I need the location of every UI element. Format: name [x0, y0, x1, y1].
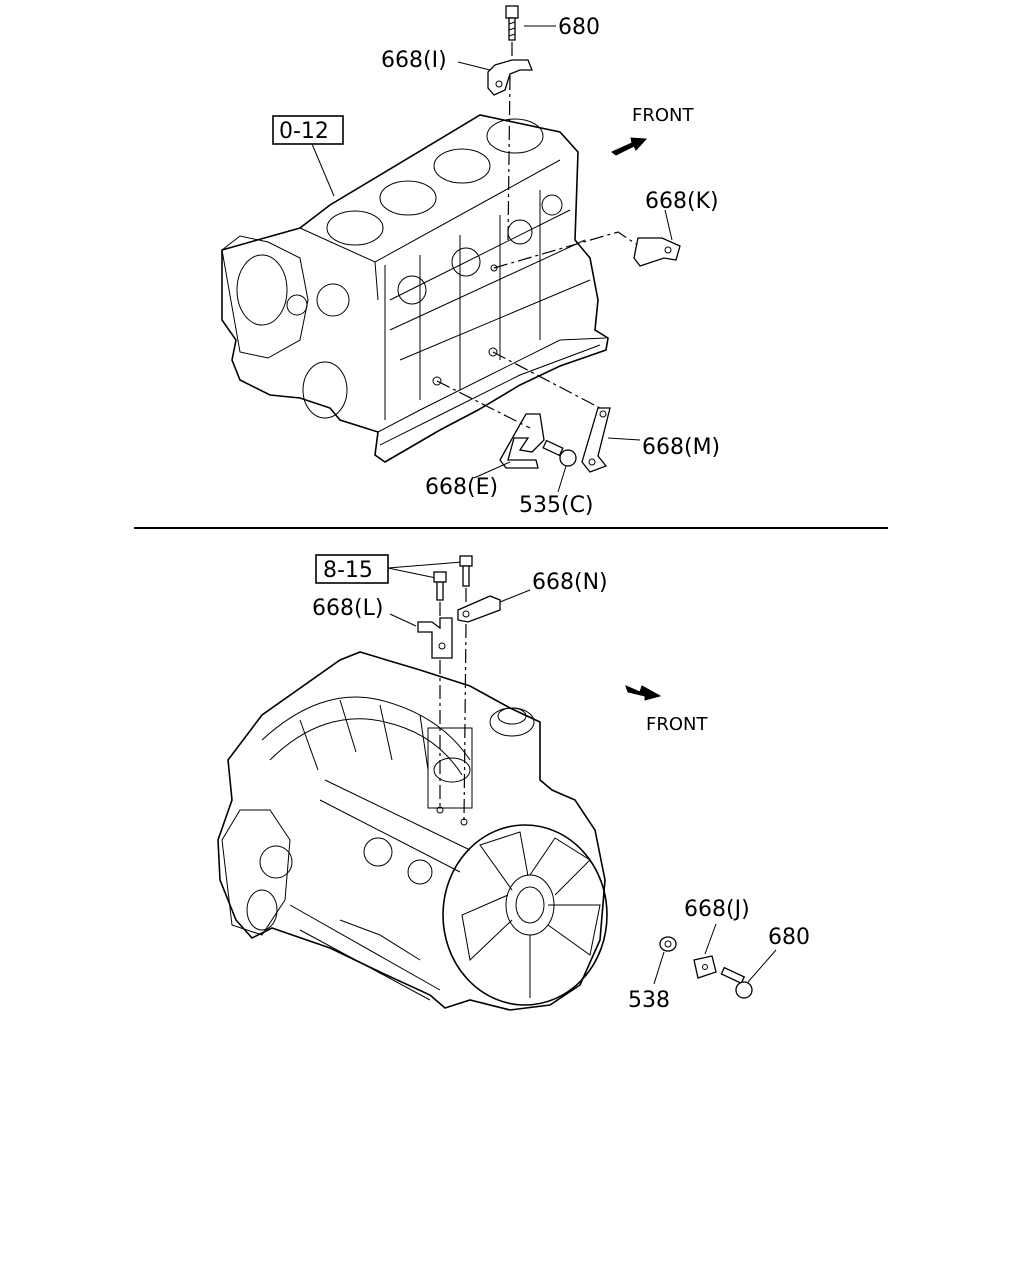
front-indicator-bottom: FRONT [625, 685, 708, 735]
callout-668-j: 668(J) [684, 897, 750, 922]
front-arrow-icon [611, 137, 648, 156]
bracket-668-i[interactable] [487, 59, 533, 96]
bolt-8-15-a[interactable] [433, 571, 447, 601]
bracket-668-n[interactable] [457, 595, 501, 623]
bracket-668-m[interactable] [581, 407, 611, 473]
callout-535-c: 535(C) [519, 493, 594, 518]
bracket-668-j[interactable] [693, 955, 717, 979]
bracket-668-l[interactable] [417, 617, 453, 659]
bolt-680-top[interactable] [505, 5, 519, 41]
engine-assembly-illustration [217, 651, 608, 1011]
ref-box-8-15[interactable]: 8-15 [315, 554, 463, 584]
bolt-680-bottom[interactable] [720, 966, 753, 999]
callout-668-m: 668(M) [642, 435, 720, 460]
ref-box-0-12[interactable]: 0-12 [272, 115, 344, 197]
cylinder-block-illustration [221, 114, 609, 463]
callout-668-l: 668(L) [312, 596, 383, 621]
callout-668-e: 668(E) [425, 475, 498, 500]
ref-box-0-12-label: 0-12 [279, 119, 329, 144]
bolt-8-15-b[interactable] [459, 555, 473, 587]
front-arrow-icon-bottom [625, 685, 662, 701]
front-label-top: FRONT [632, 105, 694, 126]
bracket-668-k[interactable] [633, 237, 681, 267]
callout-668-k: 668(K) [645, 189, 719, 214]
callout-680-top: 680 [558, 15, 600, 40]
bracket-668-e[interactable] [499, 413, 545, 469]
callout-538: 538 [628, 988, 670, 1013]
bolt-535-c[interactable] [542, 439, 577, 467]
callout-668-n: 668(N) [532, 570, 608, 595]
front-label-bottom: FRONT [646, 714, 708, 735]
callout-680-bottom: 680 [768, 925, 810, 950]
callout-668-i: 668(I) [381, 48, 447, 73]
front-indicator-top: FRONT [611, 105, 694, 156]
ref-box-8-15-label: 8-15 [323, 558, 373, 583]
nut-538[interactable] [659, 936, 677, 952]
